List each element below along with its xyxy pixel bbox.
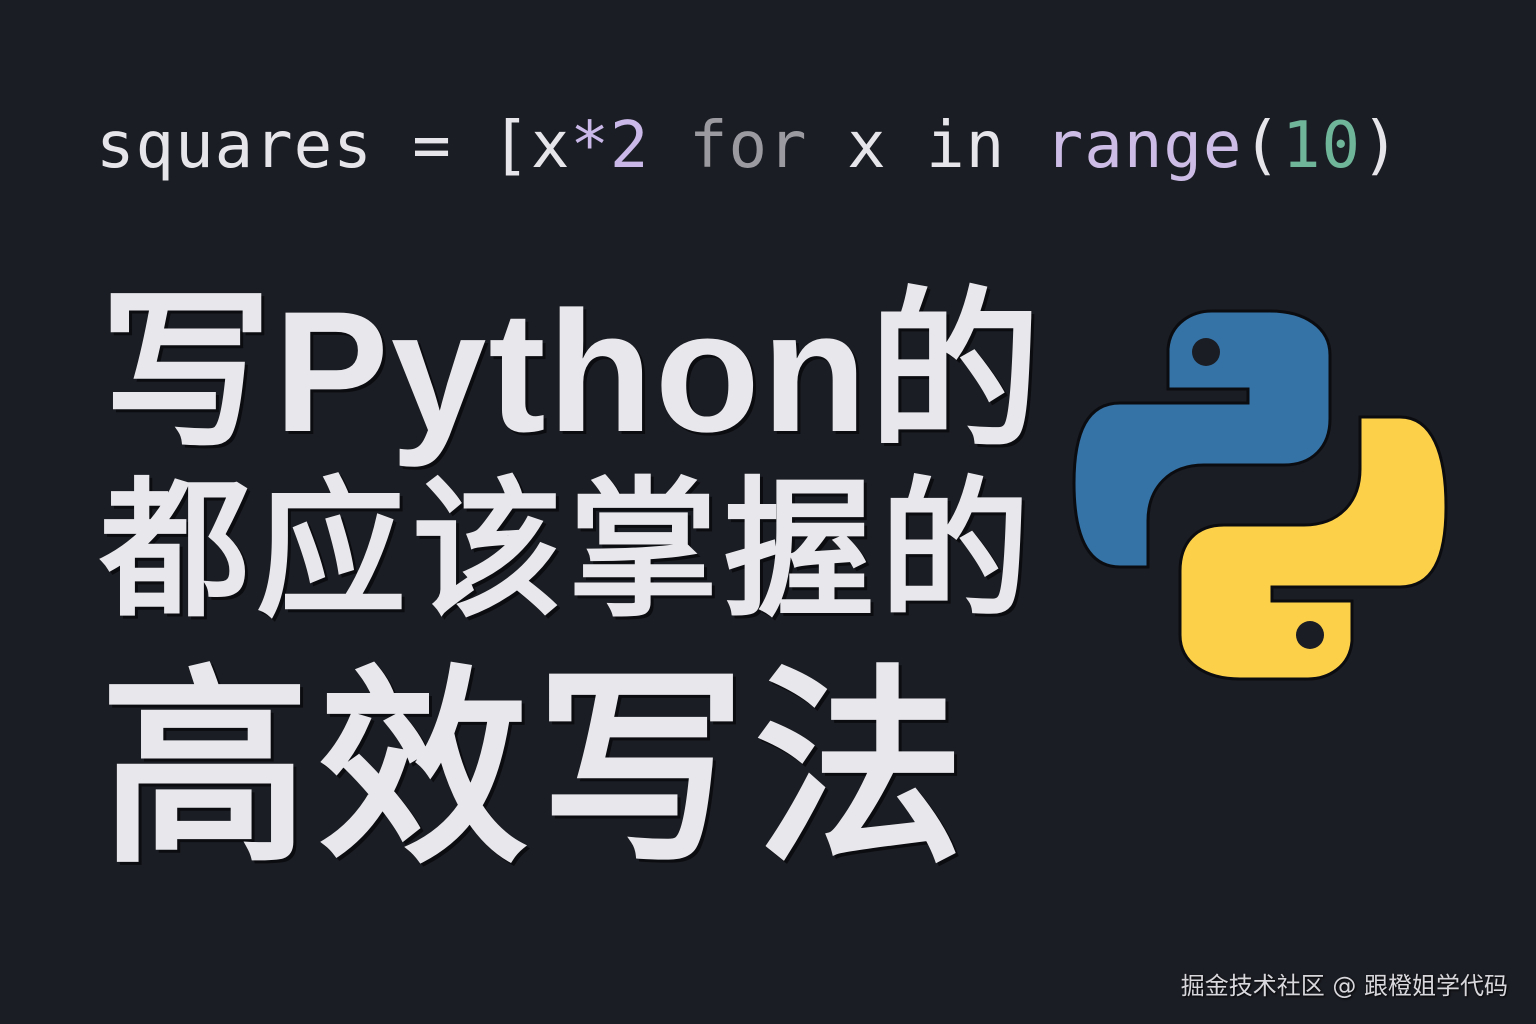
headline-line-3: 高效写法 (100, 652, 973, 887)
code-snippet: squares = [x*2 for x in range(10) (96, 108, 1401, 184)
code-number: 10 (1281, 109, 1361, 183)
code-function: range (1044, 109, 1243, 183)
python-logo-icon (1072, 305, 1448, 685)
code-space (808, 109, 848, 183)
code-number: 2 (609, 109, 650, 183)
code-bracket: [ (491, 109, 531, 183)
code-space (649, 109, 689, 183)
code-operator: = (372, 109, 492, 183)
code-identifier: x (530, 109, 571, 183)
code-keyword: for (688, 109, 808, 183)
code-identifier: squares (96, 109, 373, 183)
code-space (1005, 109, 1045, 183)
headline-line-1: 写Python的 (100, 276, 1043, 468)
code-identifier: x (847, 109, 887, 183)
code-paren: ) (1361, 109, 1401, 183)
code-operator: * (570, 109, 610, 183)
code-space (887, 109, 927, 183)
watermark: 掘金技术社区 @ 跟橙姐学代码 (1180, 972, 1508, 1000)
code-paren: ( (1242, 109, 1282, 183)
code-keyword: in (926, 109, 1006, 183)
headline-line-2: 都应该掌握的 (100, 466, 1037, 634)
